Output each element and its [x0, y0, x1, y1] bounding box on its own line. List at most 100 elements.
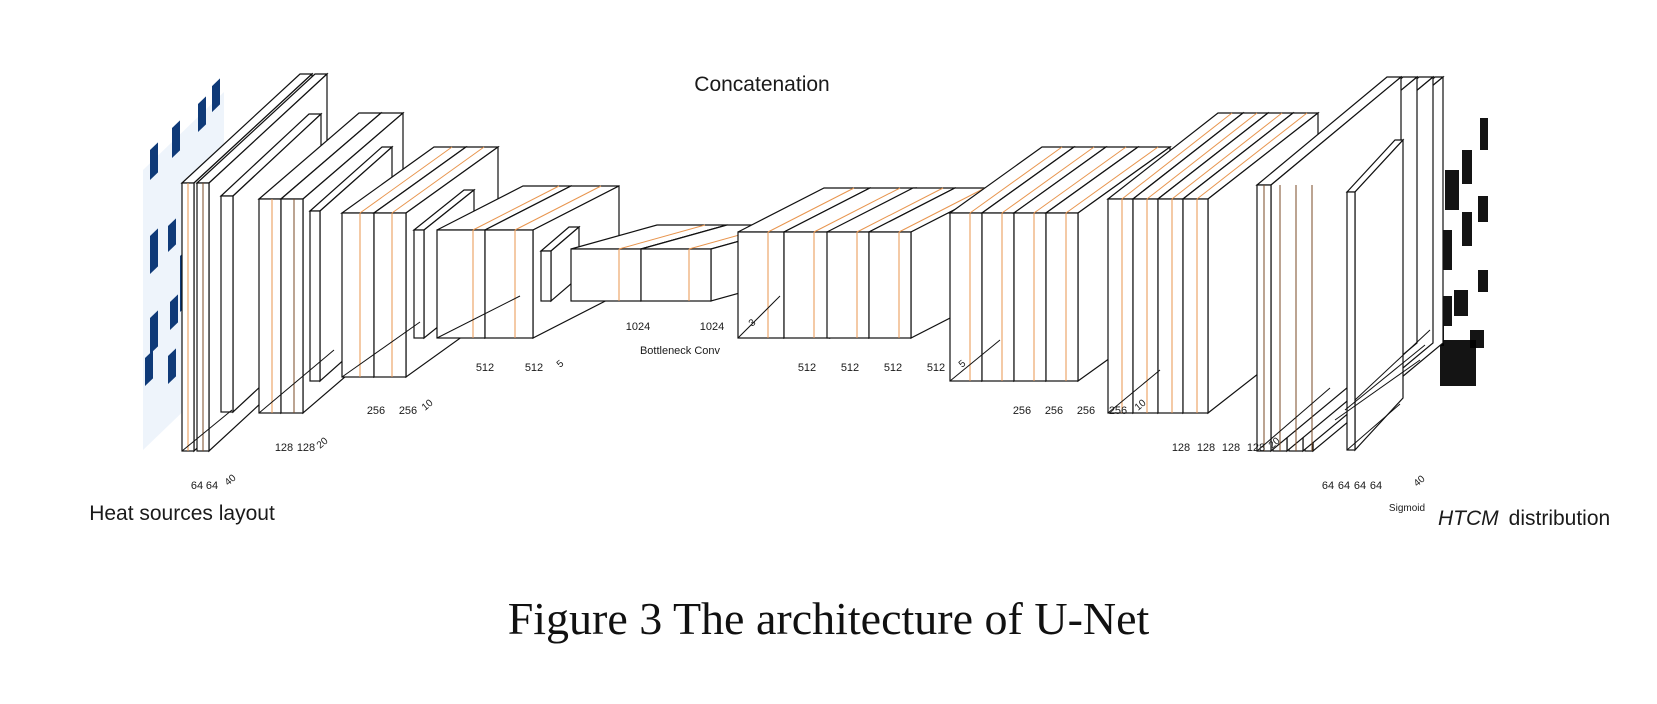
depth-line	[1256, 387, 1331, 452]
output-label-italic: HTCM	[1438, 507, 1499, 530]
block-front-face	[737, 231, 785, 339]
orange-stripe	[767, 187, 855, 233]
block-front-face	[1045, 212, 1079, 382]
channel-label: 64	[206, 480, 218, 492]
sigmoid-label: Sigmoid	[1389, 503, 1425, 514]
orange-stripe	[391, 146, 485, 214]
channel-label: 64	[1354, 480, 1366, 492]
heat-source-rect	[150, 228, 158, 275]
channel-label: 64	[1370, 480, 1382, 492]
channel-label: 1024	[700, 321, 724, 333]
block-front-face	[484, 229, 534, 339]
orange-stripe	[898, 187, 986, 233]
slab-front	[413, 229, 425, 339]
block-front-face	[826, 231, 870, 339]
heat-source-rect	[198, 96, 206, 133]
skip-line	[1344, 344, 1426, 411]
orange-stripe	[1065, 146, 1159, 214]
hot-spot	[1462, 150, 1472, 184]
orange-stripe	[1121, 112, 1233, 200]
orange-stripe	[1033, 146, 1127, 214]
block-front-face	[1107, 198, 1134, 414]
hot-spot	[1478, 196, 1488, 222]
hot-spot	[1470, 330, 1484, 348]
orange-stripe	[1146, 112, 1258, 200]
block-front-face	[341, 212, 375, 378]
channel-label: 512	[927, 362, 945, 374]
orange-stripe	[1196, 112, 1308, 200]
depth-line	[1346, 403, 1401, 451]
heat-source-rect	[168, 348, 176, 385]
hot-spot	[1445, 170, 1459, 210]
heat-source-rect	[150, 142, 158, 181]
channel-label: 64	[1322, 480, 1334, 492]
block-front-face	[783, 231, 831, 339]
depth-line	[436, 295, 521, 339]
heat-source-rect	[168, 218, 176, 253]
depth-line	[258, 349, 335, 414]
block-front-face	[981, 212, 1015, 382]
hot-spot	[1462, 212, 1472, 246]
skip-line	[1334, 359, 1421, 421]
feature-map-slab	[539, 225, 581, 303]
slab-front	[309, 210, 321, 382]
hot-spot	[1478, 270, 1488, 292]
skip-line	[1354, 329, 1431, 401]
heat-source-rect	[212, 78, 220, 113]
spatial-size-label: 3	[747, 317, 759, 329]
block-front-face	[868, 231, 912, 339]
channel-label: 128	[1172, 442, 1190, 454]
slab-front	[540, 250, 552, 302]
block-front-face	[436, 229, 486, 339]
block-front-face	[1132, 198, 1159, 414]
orange-stripe	[1171, 112, 1283, 200]
block-front-face	[1182, 198, 1209, 414]
spatial-size-label: 20	[315, 435, 331, 451]
heat-source-rect	[150, 310, 158, 355]
channel-label: 128	[1197, 442, 1215, 454]
spatial-size-label: 40	[223, 472, 239, 488]
channel-label: 256	[367, 405, 385, 417]
orange-stripe	[472, 185, 560, 231]
heat-source-rect	[170, 294, 178, 331]
spatial-size-label: 10	[420, 397, 436, 413]
depth-line	[181, 409, 233, 452]
channel-label: 1024	[626, 321, 650, 333]
block-front-face	[373, 212, 407, 378]
channel-label: 64	[191, 480, 203, 492]
depth-line	[737, 295, 781, 339]
block-front-face	[570, 248, 642, 302]
heat-source-rect	[145, 350, 153, 387]
depth-line	[1107, 369, 1161, 414]
channel-label: 256	[399, 405, 417, 417]
heat-source-rect	[172, 120, 180, 159]
depth-line	[341, 321, 421, 378]
orange-stripe	[618, 224, 706, 250]
channel-label: 64	[1338, 480, 1350, 492]
slab-front	[1346, 191, 1356, 451]
spatial-size-label: 5	[957, 358, 969, 370]
orange-stripe	[969, 146, 1063, 214]
slab-side	[1354, 138, 1404, 452]
slab-front	[220, 195, 234, 413]
channel-label: 256	[1045, 405, 1063, 417]
channel-label: 512	[525, 362, 543, 374]
channel-label: 512	[841, 362, 859, 374]
orange-stripe	[359, 146, 453, 214]
slab-front	[280, 198, 304, 414]
orange-stripe	[813, 187, 901, 233]
block-front-face	[1157, 198, 1184, 414]
slab-front	[258, 198, 282, 414]
concatenation-label: Concatenation	[694, 73, 829, 96]
orange-stripe	[856, 187, 944, 233]
network-blocks	[180, 72, 1445, 453]
spatial-size-label: 40	[1412, 473, 1428, 489]
channel-label: 512	[798, 362, 816, 374]
channel-label: 256	[1109, 405, 1127, 417]
channel-label: 128	[1247, 442, 1265, 454]
hot-spot	[1480, 118, 1488, 150]
spatial-size-label: 5	[555, 358, 567, 370]
depth-line	[949, 339, 1001, 382]
